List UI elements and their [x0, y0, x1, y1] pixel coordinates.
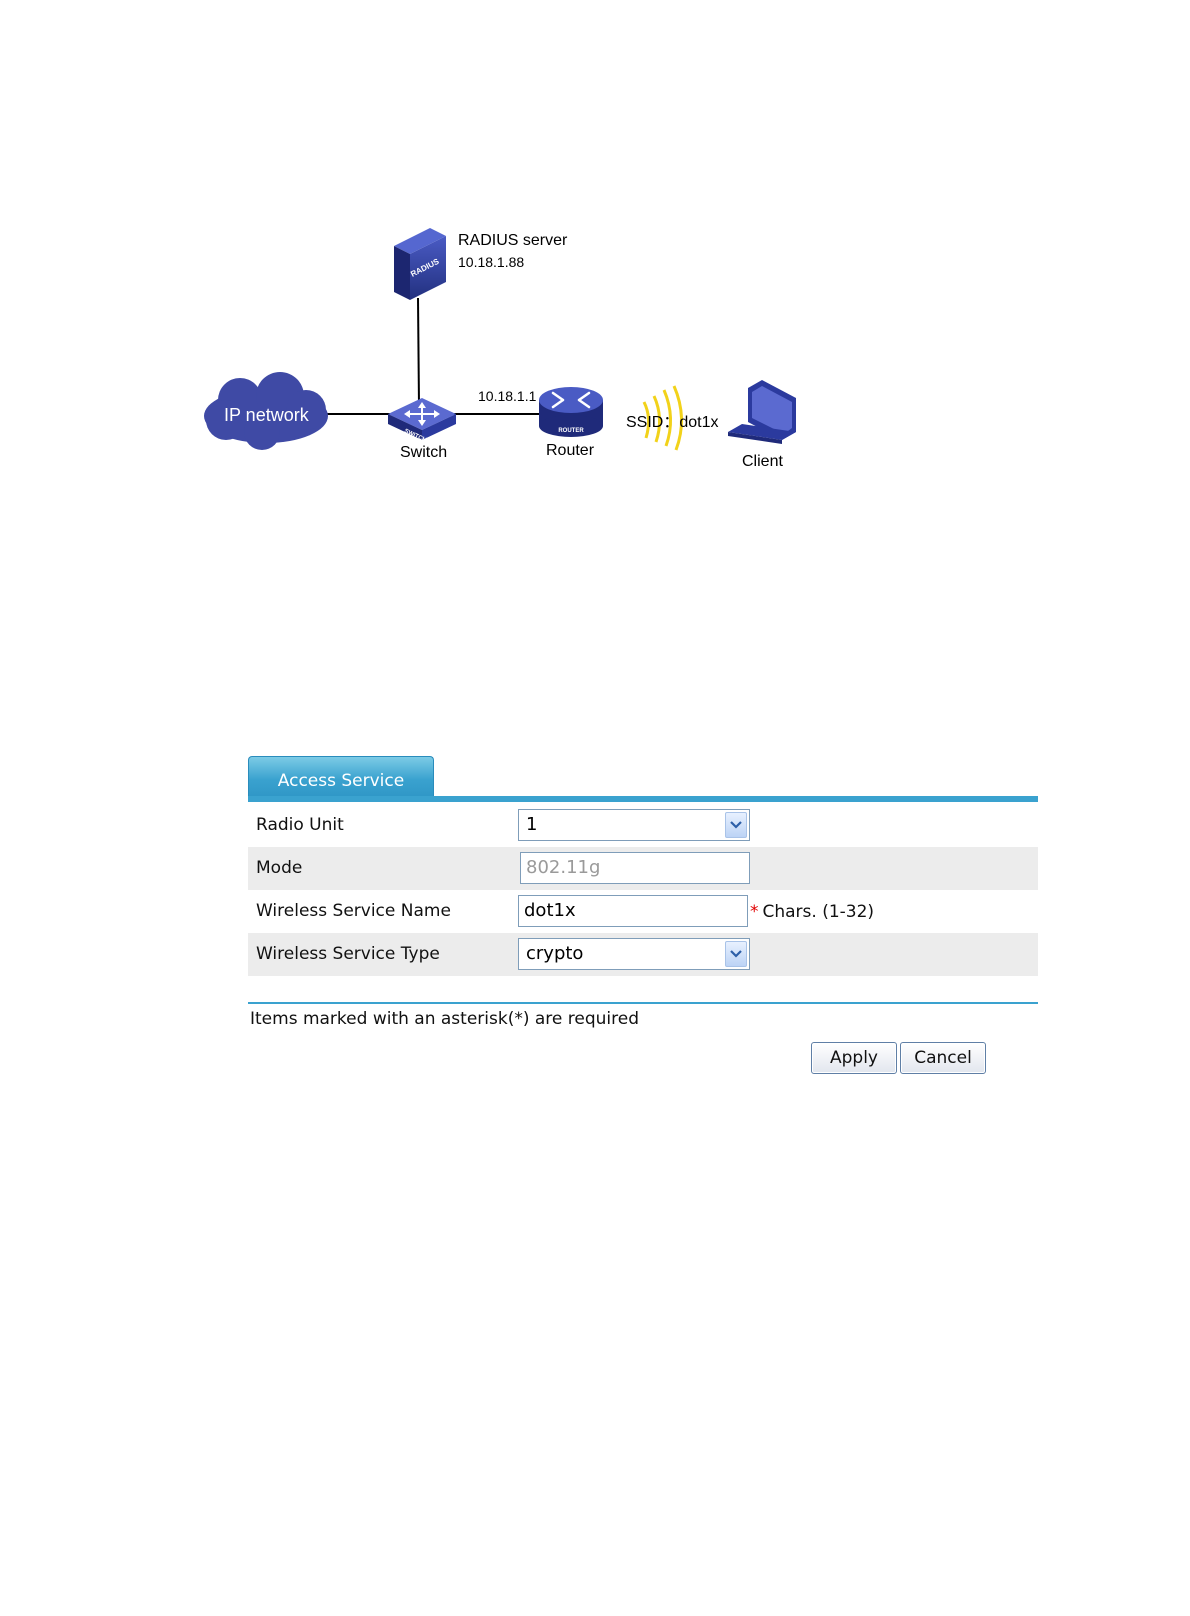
wireless-service-type-select[interactable]: crypto	[518, 938, 750, 970]
topology-drawing: RADIUS SWITCH	[0, 0, 1190, 520]
chevron-down-icon[interactable]	[725, 941, 747, 967]
radio-unit-select[interactable]: 1	[518, 809, 750, 841]
network-topology-diagram: RADIUS SWITCH	[0, 0, 1190, 520]
char-limit-text: Chars. (1-32)	[763, 902, 875, 922]
row-mode: Mode 802.11g	[248, 847, 1038, 890]
wireless-service-name-label: Wireless Service Name	[256, 901, 451, 921]
row-wireless-service-name: Wireless Service Name dot1x *Chars. (1-3…	[248, 890, 1038, 933]
radio-unit-label: Radio Unit	[256, 815, 344, 835]
client-label: Client	[742, 453, 783, 471]
apply-button[interactable]: Apply	[811, 1042, 897, 1074]
router-label: Router	[546, 442, 594, 460]
chevron-down-icon[interactable]	[725, 812, 747, 838]
radius-server-label: RADIUS server	[458, 232, 567, 250]
radio-unit-value: 1	[526, 814, 537, 835]
row-radio-unit: Radio Unit 1	[248, 804, 1038, 847]
access-service-panel: Access Service Radio Unit 1 Mode 802.11g…	[248, 756, 1038, 1056]
wireless-service-name-value: dot1x	[524, 900, 576, 921]
svg-text:ROUTER: ROUTER	[558, 428, 584, 434]
switch-label: Switch	[400, 444, 447, 462]
row-wireless-service-type: Wireless Service Type crypto	[248, 933, 1038, 976]
mode-field: 802.11g	[520, 852, 750, 884]
link-radius-switch	[418, 298, 419, 406]
mode-value: 802.11g	[526, 857, 600, 878]
wireless-service-type-value: crypto	[526, 943, 583, 964]
wireless-service-name-hint: *Chars. (1-32)	[750, 902, 874, 922]
mode-label: Mode	[256, 858, 302, 878]
router-ip-label: 10.18.1.1	[478, 388, 536, 404]
ssid-label: SSID：dot1x	[626, 408, 719, 432]
cloud-label: IP network	[224, 405, 309, 426]
required-asterisk: *	[750, 902, 759, 922]
form-bottom-divider	[248, 1002, 1038, 1004]
switch-icon: SWITCH	[388, 398, 456, 444]
wireless-service-type-label: Wireless Service Type	[256, 944, 440, 964]
router-icon: ROUTER	[539, 387, 603, 437]
tab-underline	[248, 796, 1038, 802]
radius-server-icon: RADIUS	[394, 228, 446, 300]
radius-server-ip: 10.18.1.88	[458, 254, 524, 270]
tab-access-service[interactable]: Access Service	[248, 756, 434, 798]
required-fields-note: Items marked with an asterisk(*) are req…	[250, 1009, 639, 1029]
wireless-service-name-input[interactable]: dot1x	[518, 895, 748, 927]
cancel-button[interactable]: Cancel	[900, 1042, 986, 1074]
